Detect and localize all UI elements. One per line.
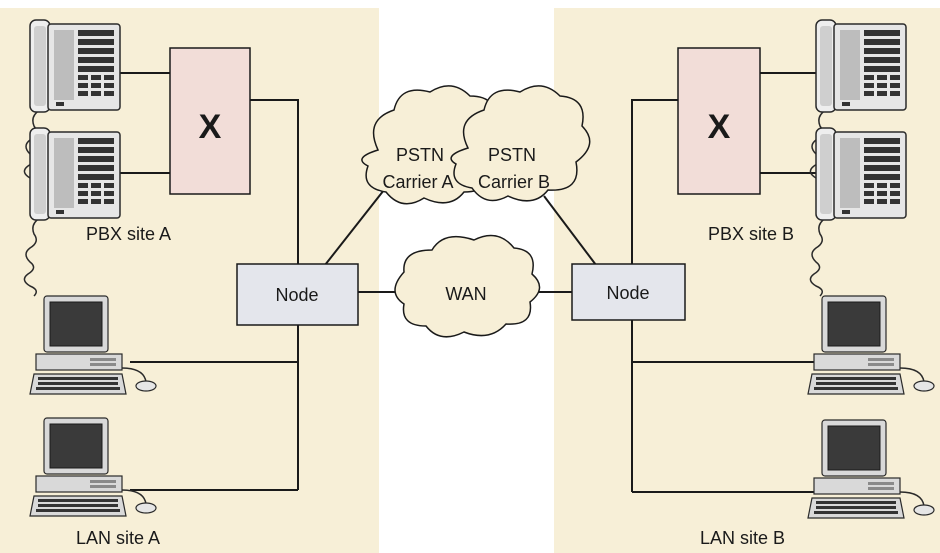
lan-site-a-label: LAN site A: [76, 528, 160, 548]
pbx-switch-symbol: X: [708, 108, 731, 146]
pbx-site-b: X PBX site B: [677, 19, 907, 297]
pbx-switch-a: [169, 47, 251, 195]
pbx-site-b-label: PBX site B: [708, 224, 794, 244]
cloud-wan: WAN: [394, 234, 541, 338]
pbx-switch-b: [677, 47, 761, 195]
cloud-icon: [394, 234, 541, 338]
node-b-label: Node: [606, 283, 649, 303]
carrier-b-line2: Carrier B: [478, 172, 550, 192]
node-b: Node: [571, 263, 686, 321]
node-a-box: [236, 263, 359, 326]
wan-label: WAN: [445, 284, 486, 304]
pbx-site-a-label: PBX site A: [86, 224, 171, 244]
connection-lines: [120, 72, 820, 493]
pbx-switch-symbol: X: [199, 108, 222, 146]
carrier-a-line2: Carrier A: [382, 172, 453, 192]
lan-site-b-label: LAN site B: [700, 528, 785, 548]
node-a: Node: [236, 263, 359, 326]
carrier-a-line1: PSTN: [396, 145, 444, 165]
lan-site-a: LAN site A: [29, 295, 160, 548]
lan-site-b: LAN site B: [700, 295, 935, 548]
cloud-icon: [450, 85, 591, 202]
carrier-b-line1: PSTN: [488, 145, 536, 165]
cloud-pstn-carrier-b: PSTN Carrier B: [450, 85, 591, 202]
node-a-label: Node: [275, 285, 318, 305]
pbx-site-a: X PBX site A: [23, 19, 251, 297]
node-b-box: [571, 263, 686, 321]
